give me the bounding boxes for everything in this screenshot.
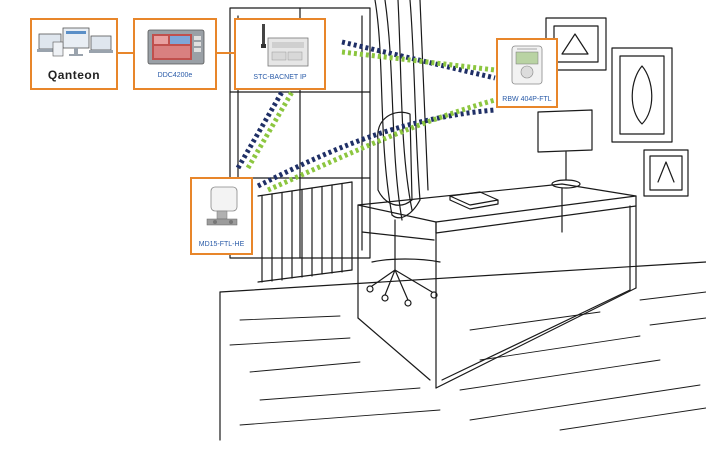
rbw-404p-box: RBW 404P-FTL (496, 38, 558, 108)
laptop-monitor-icon (37, 27, 113, 57)
gateway-antenna-icon (261, 24, 309, 67)
controller-screen-icon (147, 29, 205, 65)
rbw-404p-label: RBW 404P-FTL (502, 96, 552, 103)
ddc4200e-box: DDC4200e (133, 18, 217, 90)
desk-lamp (537, 109, 593, 189)
radiator (257, 181, 353, 283)
floor-planks (229, 291, 706, 431)
thermostat-icon (511, 45, 543, 85)
picture-frames (545, 17, 689, 197)
qanteon-box: Qanteon (30, 18, 118, 90)
md15-ftl-he-box: MD15-FTL-HE (190, 177, 253, 255)
brand-name: Qanteon (47, 68, 101, 82)
signal-navy-top (341, 39, 496, 81)
signal-green-top (341, 49, 496, 73)
valve-actuator-icon (206, 186, 238, 226)
md15-ftl-he-label: MD15-FTL-HE (198, 241, 245, 248)
ddc4200e-label: DDC4200e (157, 72, 193, 79)
wall-floor-line (219, 261, 706, 293)
connector-qanteon-ddc (117, 52, 134, 54)
signal-navy-wave (256, 107, 496, 189)
book (449, 191, 499, 210)
curtain (374, 0, 429, 221)
signal-green-diagonal (245, 90, 295, 170)
signal-green-wave (266, 97, 496, 193)
connector-ddc-stc (216, 52, 235, 54)
desk (357, 183, 637, 389)
stc-bacnet-box: STC-BACNET IP (234, 18, 326, 90)
stc-bacnet-label: STC-BACNET IP (253, 74, 307, 81)
signal-navy-diagonal (235, 90, 285, 170)
